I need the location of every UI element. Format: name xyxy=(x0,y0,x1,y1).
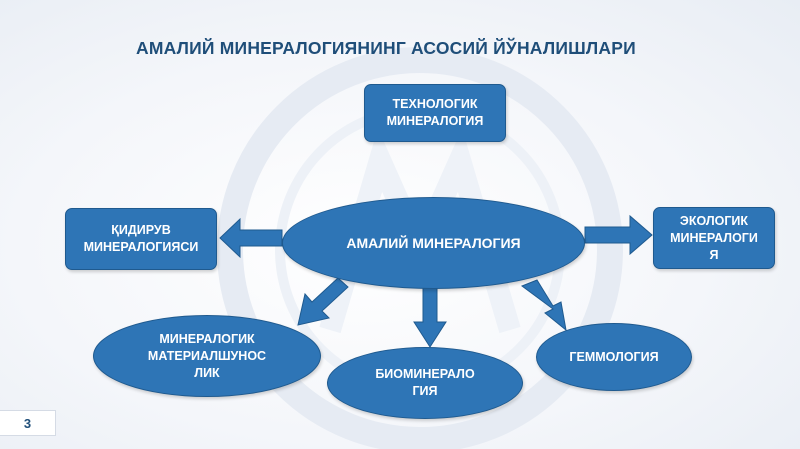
arrow-to-exploration xyxy=(219,217,283,259)
node-technological-mineralogy: ТЕХНОЛОГИК МИНЕРАЛОГИЯ xyxy=(364,84,506,142)
slide-title: АМАЛИЙ МИНЕРАЛОГИЯНИНГ АСОСИЙ ЙЎНАЛИШЛАР… xyxy=(136,38,636,58)
node-label: ЭКОЛОГИК МИНЕРАЛОГИ Я xyxy=(670,213,758,262)
node-exploration-mineralogy: ҚИДИРУВ МИНЕРАЛОГИЯСИ xyxy=(65,208,217,270)
arrow-to-ecological xyxy=(584,214,653,256)
node-biomineralogy: БИОМИНЕРАЛО ГИЯ xyxy=(327,347,523,419)
center-applied-mineralogy: АМАЛИЙ МИНЕРАЛОГИЯ xyxy=(282,197,585,289)
center-label: АМАЛИЙ МИНЕРАЛОГИЯ xyxy=(346,234,521,251)
node-label: БИОМИНЕРАЛО ГИЯ xyxy=(375,367,475,398)
arrow-to-materials xyxy=(297,277,349,326)
node-label: МИНЕРАЛОГИК МАТЕРИАЛШУНОС ЛИК xyxy=(147,331,267,380)
arrow-to-biomineralogy xyxy=(413,284,447,348)
node-label: ТЕХНОЛОГИК МИНЕРАЛОГИЯ xyxy=(386,97,484,128)
node-ecological-mineralogy: ЭКОЛОГИК МИНЕРАЛОГИ Я xyxy=(653,207,775,269)
page-number: 3 xyxy=(0,410,56,436)
node-mineralogical-materials-science: МИНЕРАЛОГИК МАТЕРИАЛШУНОС ЛИК xyxy=(93,315,321,397)
node-gemology: ГЕММОЛОГИЯ xyxy=(536,323,692,391)
node-label: ҚИДИРУВ МИНЕРАЛОГИЯСИ xyxy=(83,223,199,254)
arrow-to-gemology xyxy=(520,279,567,332)
node-label: ГЕММОЛОГИЯ xyxy=(569,349,659,364)
